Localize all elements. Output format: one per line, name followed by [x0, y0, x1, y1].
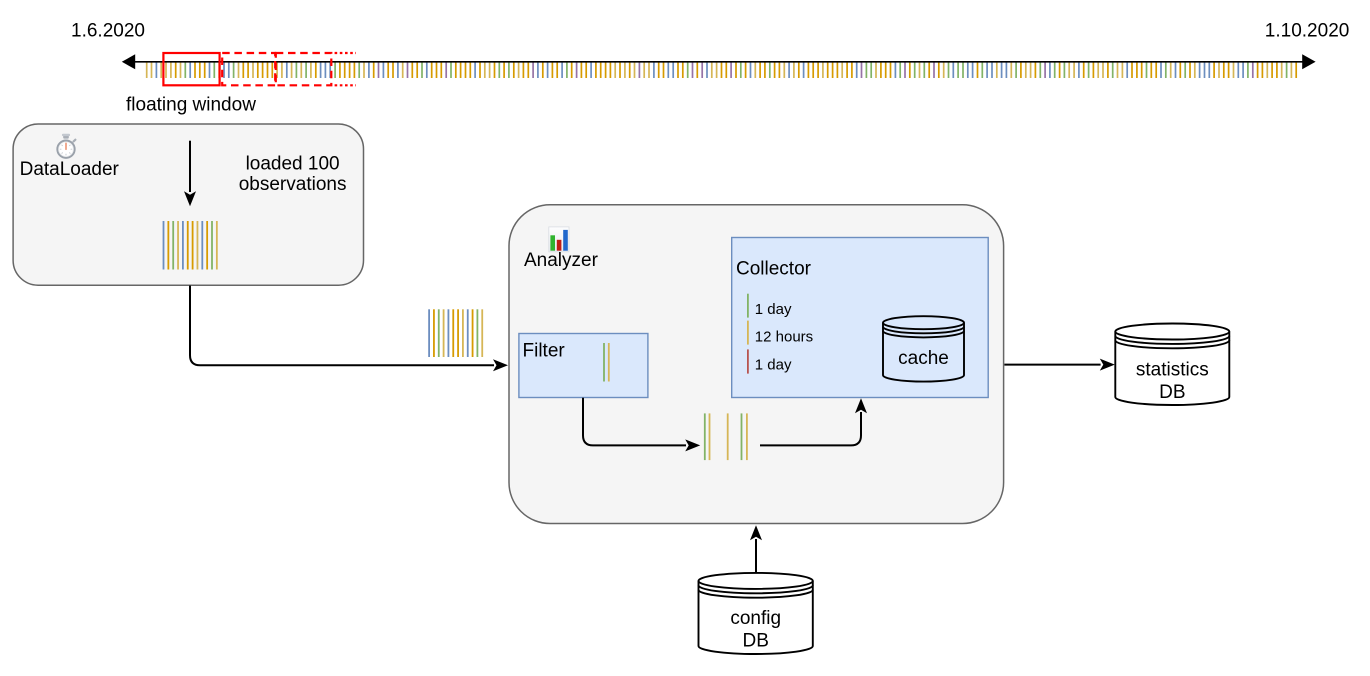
svg-text:cache: cache [898, 348, 949, 369]
svg-text:Filter: Filter [523, 341, 566, 362]
svg-text:1 day: 1 day [755, 356, 792, 373]
svg-text:DB: DB [742, 631, 768, 652]
svg-text:statistics: statistics [1136, 360, 1209, 381]
svg-text:observations: observations [239, 174, 347, 195]
svg-text:1 day: 1 day [755, 301, 792, 318]
svg-text:loaded 100: loaded 100 [246, 154, 340, 175]
svg-text:DB: DB [1159, 382, 1185, 403]
svg-text:Collector: Collector [736, 259, 812, 280]
svg-text:12 hours: 12 hours [755, 328, 813, 345]
svg-text:Analyzer: Analyzer [524, 250, 599, 271]
svg-text:floating window: floating window [126, 95, 256, 116]
svg-text:config: config [730, 608, 781, 629]
svg-text:DataLoader: DataLoader [20, 159, 120, 180]
svg-text:1.10.2020: 1.10.2020 [1265, 21, 1350, 42]
svg-text:1.6.2020: 1.6.2020 [71, 21, 145, 42]
